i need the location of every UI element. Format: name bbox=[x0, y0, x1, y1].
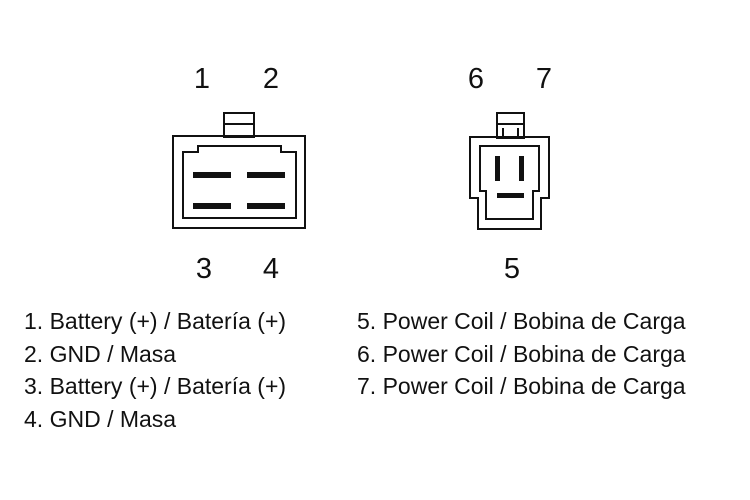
legend-item-2: 2. GND / Masa bbox=[24, 340, 177, 367]
legend-item-4: 4. GND / Masa bbox=[24, 405, 177, 432]
terminal-1 bbox=[193, 172, 231, 178]
pin-label-6: 6 bbox=[468, 63, 484, 95]
pin-label-4: 4 bbox=[263, 253, 279, 285]
connector-a-housing bbox=[172, 135, 306, 229]
terminal-4 bbox=[247, 203, 285, 209]
legend-item-7: 7. Power Coil / Bobina de Carga bbox=[357, 373, 686, 399]
connector-b-latch bbox=[496, 112, 525, 139]
connector-b bbox=[469, 112, 550, 230]
pin-label-1: 1 bbox=[194, 63, 210, 95]
connector-a bbox=[172, 112, 306, 229]
legend-left: 1. Battery (+) / Batería (+) 2. GND / Ma… bbox=[24, 305, 286, 435]
pin-label-2: 2 bbox=[263, 63, 279, 95]
legend-item-5: 5. Power Coil / Bobina de Carga bbox=[357, 308, 686, 334]
legend-item-3: 3. Battery (+) / Batería (+) bbox=[24, 373, 287, 399]
connector-b-terminals bbox=[495, 156, 524, 198]
connector-a-inner bbox=[182, 145, 297, 219]
terminal-3 bbox=[193, 203, 231, 209]
legend-right: 5. Power Coil / Bobina de Carga 6. Power… bbox=[357, 305, 686, 403]
connector-b-housing bbox=[469, 136, 550, 230]
legend-item-1: 1. Battery (+) / Batería (+) bbox=[24, 308, 287, 334]
pin-label-7: 7 bbox=[536, 63, 552, 95]
connector-a-terminals bbox=[193, 172, 285, 209]
pin-label-3: 3 bbox=[196, 253, 212, 285]
terminal-5 bbox=[497, 193, 524, 198]
connector-b-inner bbox=[479, 145, 540, 220]
terminal-6 bbox=[495, 156, 500, 181]
legend-item-6: 6. Power Coil / Bobina de Carga bbox=[357, 340, 686, 367]
terminal-7 bbox=[519, 156, 524, 181]
pin-label-5: 5 bbox=[504, 253, 520, 285]
terminal-2 bbox=[247, 172, 285, 178]
